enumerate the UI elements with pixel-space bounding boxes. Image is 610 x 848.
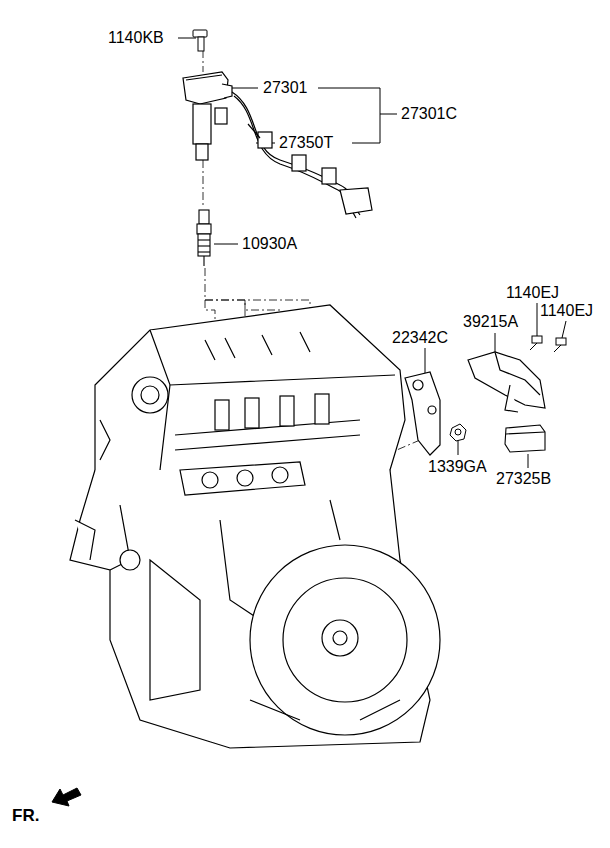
engine-block xyxy=(141,386,159,404)
front-arrow xyxy=(52,788,81,806)
engine-block xyxy=(120,550,140,570)
engine-block xyxy=(272,467,288,483)
engine-block xyxy=(202,472,218,488)
engine-block xyxy=(237,470,253,486)
engine-block xyxy=(150,330,395,385)
ignition-coil xyxy=(193,104,211,144)
wiring-harness xyxy=(232,92,360,215)
small-bolt xyxy=(532,336,542,343)
wiring-harness xyxy=(292,155,306,171)
ignition-coil xyxy=(196,144,208,160)
engine-block xyxy=(283,578,407,702)
leader-line xyxy=(528,454,529,468)
mounting-bracket xyxy=(495,352,540,395)
part-number: 1140EJ xyxy=(540,302,593,320)
small-bolt xyxy=(554,345,561,352)
engine-block xyxy=(75,520,95,560)
spark-plug xyxy=(198,245,210,246)
ignition-coil xyxy=(183,72,228,104)
front-arrow xyxy=(52,788,81,806)
engine-block xyxy=(280,396,294,426)
spark-plug xyxy=(203,256,204,266)
sensor xyxy=(505,425,545,452)
engine-block xyxy=(333,631,347,645)
sensor xyxy=(506,432,545,434)
engine-block xyxy=(322,620,358,656)
nut xyxy=(455,429,461,435)
engine-block xyxy=(175,420,360,435)
part-number: 1140EJ xyxy=(506,284,559,302)
leader-line xyxy=(380,114,397,115)
engine-block xyxy=(100,420,110,460)
wiring-harness xyxy=(322,168,336,184)
mounting-bracket xyxy=(413,380,423,390)
part-number: 1140KB xyxy=(108,29,164,47)
center-line xyxy=(205,268,206,300)
engine-block xyxy=(205,332,310,360)
wiring-harness xyxy=(215,108,227,124)
bolt xyxy=(193,30,207,51)
spark-plug xyxy=(199,210,209,224)
engine-block xyxy=(180,462,305,495)
mounting-bracket xyxy=(405,372,440,455)
ignition-coil xyxy=(186,75,222,80)
wiring-harness xyxy=(258,132,272,148)
engine-block xyxy=(70,305,440,748)
leader-line xyxy=(537,303,538,336)
spark-plug xyxy=(198,239,210,240)
engine-block xyxy=(175,435,360,450)
mounting-bracket xyxy=(405,352,545,455)
leader-line xyxy=(562,321,566,338)
leader-line xyxy=(214,244,238,245)
engine-block xyxy=(250,700,400,720)
center-line xyxy=(203,50,204,72)
nut xyxy=(450,424,466,441)
engine-block xyxy=(215,400,229,430)
part-number: 27325B xyxy=(496,470,551,488)
spark-plug xyxy=(197,210,211,266)
spark-plug xyxy=(197,224,211,234)
engine-block xyxy=(315,394,329,424)
mounting-bracket xyxy=(428,406,436,414)
small-bolt xyxy=(556,338,566,345)
mounting-bracket xyxy=(505,385,518,412)
engine-block xyxy=(245,398,259,428)
center-line xyxy=(203,160,204,208)
engine-block xyxy=(132,377,168,413)
wiring-harness xyxy=(215,92,372,218)
wiring-harness xyxy=(248,124,260,138)
engine-block xyxy=(330,500,340,540)
small-bolt xyxy=(530,336,566,352)
leader-line xyxy=(458,440,459,455)
nut xyxy=(450,424,466,441)
part-number: 1339GA xyxy=(428,458,487,476)
ignition-coil xyxy=(183,72,232,160)
engine-block xyxy=(150,560,200,700)
engine-block xyxy=(250,545,440,735)
sensor xyxy=(505,425,545,452)
leader-line xyxy=(178,38,196,39)
part-number: 10930A xyxy=(242,235,297,253)
engine-block xyxy=(220,520,260,620)
direction-label: FR. xyxy=(12,807,39,825)
part-number: 27301C xyxy=(401,105,457,123)
spark-plug xyxy=(198,251,210,252)
small-bolt xyxy=(530,343,537,350)
wiring-harness xyxy=(340,188,372,214)
part-number: 27350T xyxy=(279,134,333,152)
ignition-coil xyxy=(222,84,232,98)
bolt xyxy=(193,30,207,37)
wiring-harness xyxy=(234,96,356,218)
part-number: 22342C xyxy=(392,329,448,347)
leader-line xyxy=(495,333,496,352)
spark-plug xyxy=(198,234,210,256)
part-number: 39215A xyxy=(463,313,518,331)
bolt xyxy=(198,37,204,51)
leader-line xyxy=(425,348,426,376)
part-number: 27301 xyxy=(263,79,308,97)
